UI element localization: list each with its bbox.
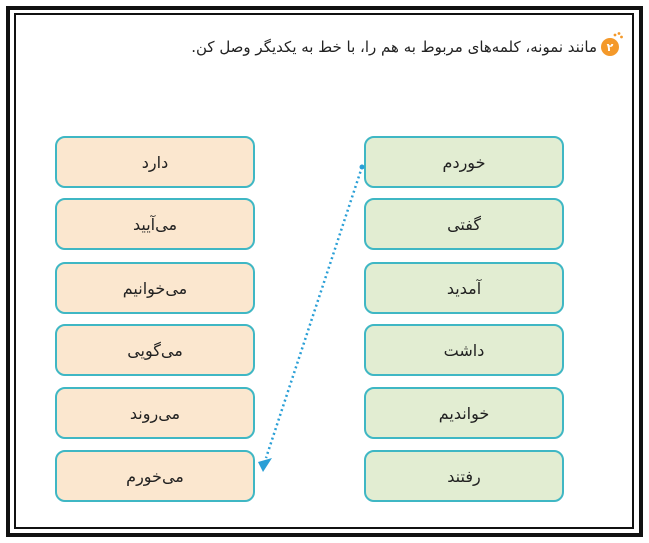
left-word-box[interactable]: می‌روند [55, 387, 255, 439]
right-word-box[interactable]: داشت [364, 324, 564, 376]
exercise-instruction: ۲ مانند نمونه، کلمه‌های مربوط به هم را، … [191, 32, 623, 56]
exercise-number: ۲ [606, 40, 614, 54]
word-label: آمدید [446, 278, 482, 298]
word-label: خواندیم [438, 403, 490, 423]
word-label: رفتند [447, 466, 481, 486]
left-word-box[interactable]: می‌خورم [55, 450, 255, 502]
word-label: می‌گویی [127, 340, 183, 360]
right-word-box[interactable]: رفتند [364, 450, 564, 502]
word-label: خوردم [442, 152, 486, 172]
sparkle-icon [613, 32, 623, 39]
word-label: داشت [443, 340, 485, 360]
word-label: می‌روند [129, 403, 181, 423]
left-word-box[interactable]: می‌گویی [55, 324, 255, 376]
word-label: می‌خورم [126, 466, 184, 486]
word-label: می‌آیید [132, 214, 178, 234]
left-word-box[interactable]: دارد [55, 136, 255, 188]
word-label: دارد [141, 152, 169, 172]
left-word-box[interactable]: می‌خوانیم [55, 262, 255, 314]
right-word-box[interactable]: گفتی [364, 198, 564, 250]
exercise-number-badge: ۲ [601, 32, 623, 56]
right-word-box[interactable]: آمدید [364, 262, 564, 314]
left-word-box[interactable]: می‌آیید [55, 198, 255, 250]
arrow-head-icon [258, 458, 272, 472]
right-word-box[interactable]: خواندیم [364, 387, 564, 439]
outer-frame [6, 6, 643, 537]
word-label: گفتی [447, 214, 481, 234]
word-label: می‌خوانیم [122, 278, 188, 298]
right-word-box[interactable]: خوردم [364, 136, 564, 188]
instruction-text: مانند نمونه، کلمه‌های مربوط به هم را، با… [191, 38, 597, 56]
